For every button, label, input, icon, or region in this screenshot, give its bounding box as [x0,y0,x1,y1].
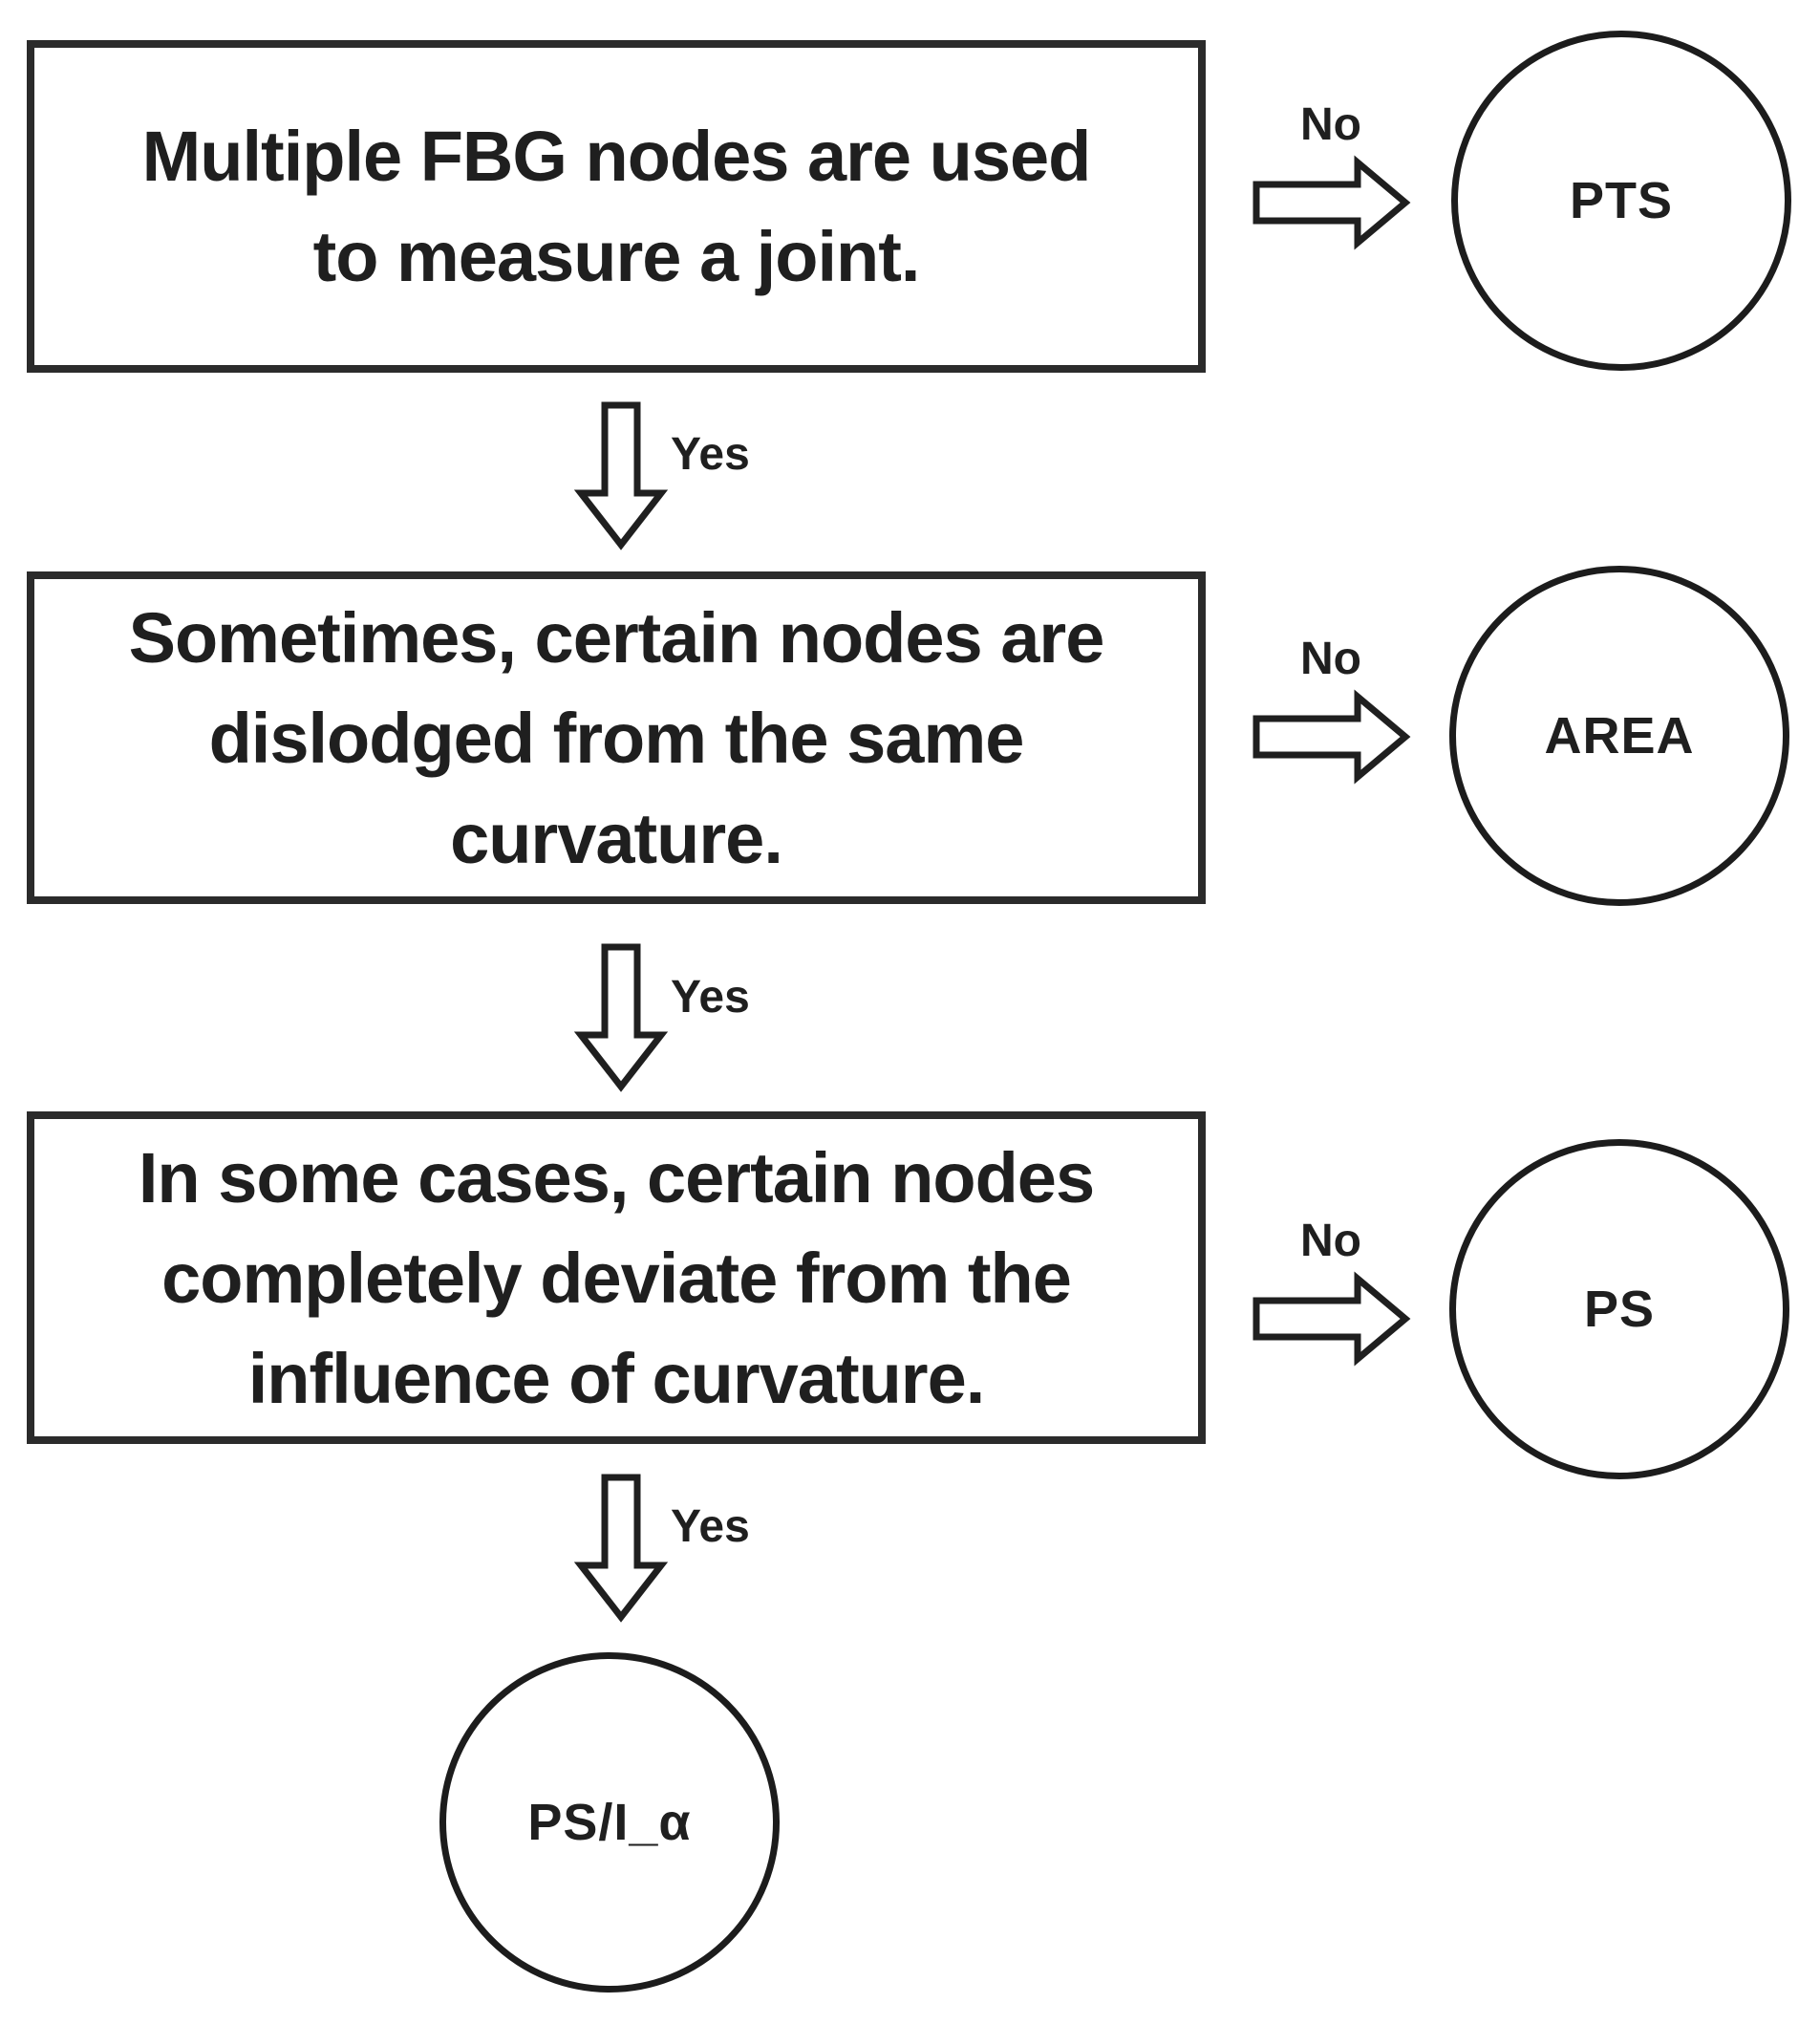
down-arrow-shape [573,943,669,1092]
decision-box-nodes-dislodged: Sometimes, certain nodes are dislodged f… [27,571,1206,904]
no-branch-1: No [1250,100,1412,255]
yes-branch-2 [568,941,674,1092]
right-block-arrow-icon [1253,689,1411,785]
right-block-arrow-icon [1253,1271,1411,1367]
terminal-ps-i-alpha-label: PS/I_α [527,1794,692,1851]
terminal-circle-ps: PS [1449,1139,1789,1479]
right-arrow-shape [1253,689,1411,785]
terminal-circle-pts: PTS [1451,31,1791,371]
terminal-circle-area: AREA [1449,566,1789,906]
down-block-arrow-icon [573,1474,669,1623]
no-branch-3: No [1250,1217,1412,1371]
decision-box-2-line-1: Sometimes, certain nodes are [128,597,1105,678]
decision-box-2-line-2: dislodged from the same [208,698,1025,778]
decision-box-3-line-1: In some cases, certain nodes [138,1137,1095,1217]
no-label-3: No [1300,1216,1361,1266]
decision-box-3-line-3: influence of curvature. [247,1338,986,1418]
terminal-pts-label: PTS [1569,172,1674,229]
right-arrow-shape [1253,1271,1411,1367]
terminal-area-label: AREA [1544,707,1695,765]
terminal-ps-label: PS [1583,1281,1656,1338]
yes-label-3: Yes [671,1501,750,1552]
down-block-arrow-icon [573,401,669,550]
right-arrow-shape [1253,155,1411,250]
decision-box-1-line-1: Multiple FBG nodes are used [141,117,1092,196]
down-arrow-shape [573,1474,669,1623]
down-arrow-shape [573,401,669,550]
yes-branch-3 [568,1472,674,1623]
decision-box-1-line-2: to measure a joint. [312,217,921,296]
terminal-circle-ps-i-alpha: PS/I_α [439,1652,780,1993]
yes-label-1: Yes [671,429,750,480]
decision-box-2-line-3: curvature. [450,798,783,878]
decision-box-multiple-fbg-nodes: Multiple FBG nodes are used to measure a… [27,40,1206,373]
no-branch-2: No [1250,635,1412,789]
yes-branch-1 [568,399,674,550]
decision-box-nodes-deviate: In some cases, certain nodes completely … [27,1111,1206,1444]
no-label-1: No [1300,99,1361,150]
down-block-arrow-icon [573,943,669,1092]
right-block-arrow-icon [1253,155,1411,250]
no-label-2: No [1300,634,1361,684]
decision-box-3-line-2: completely deviate from the [161,1238,1072,1318]
yes-label-2: Yes [671,972,750,1023]
